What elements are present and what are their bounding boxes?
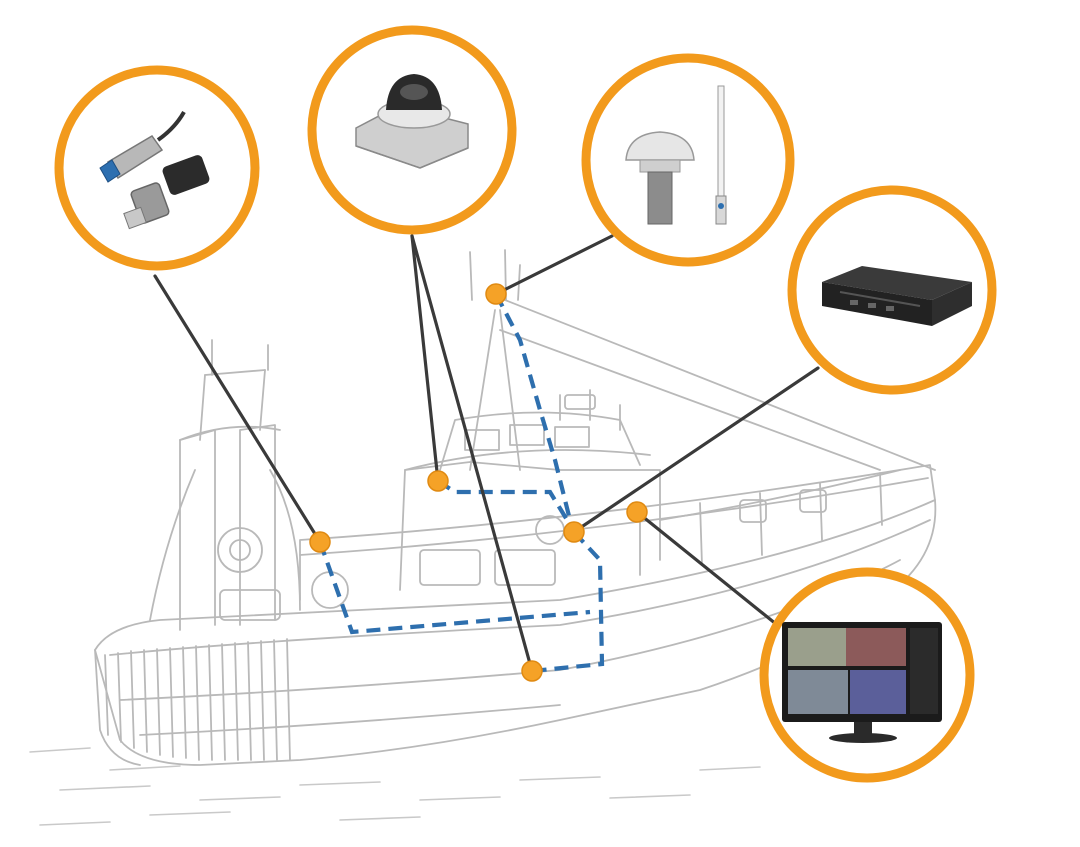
- node-sensor: [309, 531, 331, 553]
- leader-camera-b: [410, 234, 534, 673]
- fishing-vessel-outline: [94, 249, 937, 766]
- node-mast: [485, 283, 507, 305]
- video-monitor-icon: [782, 622, 942, 743]
- callout-antennas: [581, 53, 795, 267]
- gps-and-whip-antenna-icon: [625, 85, 727, 225]
- node-computer: [563, 521, 585, 543]
- leader-computer: [572, 366, 820, 534]
- leader-monitor: [635, 510, 778, 626]
- cable-mast-to-computer: [494, 293, 575, 529]
- cable-routing: [318, 293, 605, 674]
- proximity-and-pressure-sensor-icon: [99, 110, 210, 230]
- cable-camera-to-computer: [436, 479, 574, 530]
- callout-camera: [307, 25, 517, 235]
- cable-sensor-to-deck: [318, 541, 591, 635]
- leader-antennas: [494, 234, 614, 296]
- connection-nodes: [309, 283, 648, 682]
- leader-camera-a: [410, 234, 440, 483]
- water-sketch: [29, 747, 761, 826]
- node-wheelhouse: [427, 470, 449, 492]
- cable-computer-to-lower: [531, 530, 605, 674]
- dome-camera-icon: [355, 74, 469, 169]
- callout-monitor: [759, 567, 975, 783]
- node-hull: [521, 660, 543, 682]
- rugged-computer-box-icon: [822, 266, 972, 326]
- callout-computer: [787, 185, 997, 395]
- leader-lines: [153, 234, 820, 673]
- callout-sensors: [54, 65, 260, 271]
- node-monitor: [626, 501, 648, 523]
- leader-sensors: [153, 274, 322, 544]
